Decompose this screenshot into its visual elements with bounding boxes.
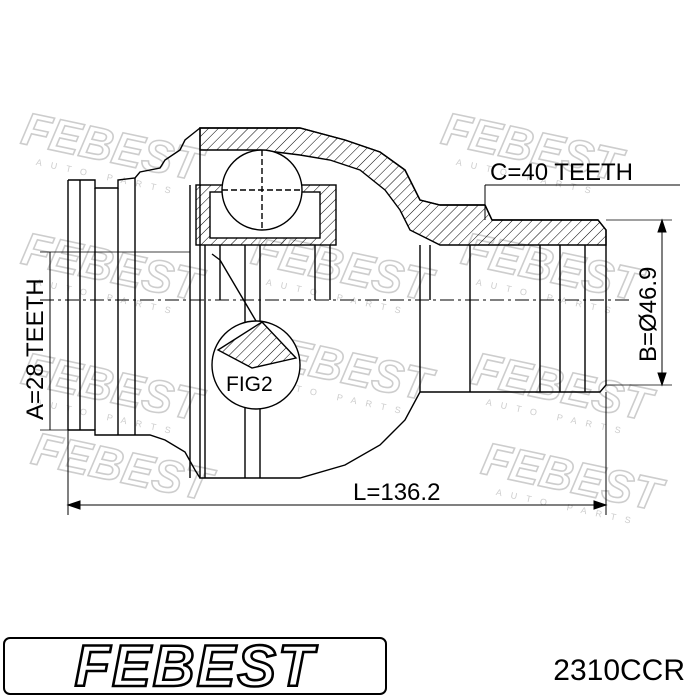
fig2-leader: [219, 259, 257, 322]
cv-joint-part: [40, 127, 630, 479]
dim-c-label: C=40 TEETH: [490, 159, 633, 186]
dim-b-label: B=Ø46.9: [635, 267, 662, 362]
left-shaft-bottom: [68, 429, 201, 479]
logo-text: FEBEST: [75, 634, 318, 699]
dim-a-label: A=28 TEETH: [22, 278, 49, 420]
fig2-label: FIG2: [226, 373, 273, 396]
dimension-lines: [40, 184, 680, 515]
dim-l-label: L=136.2: [353, 479, 440, 506]
febest-logo: FEBEST: [3, 633, 387, 700]
hatched-wall: [199, 127, 607, 246]
part-number: 2310CCR: [553, 654, 685, 687]
